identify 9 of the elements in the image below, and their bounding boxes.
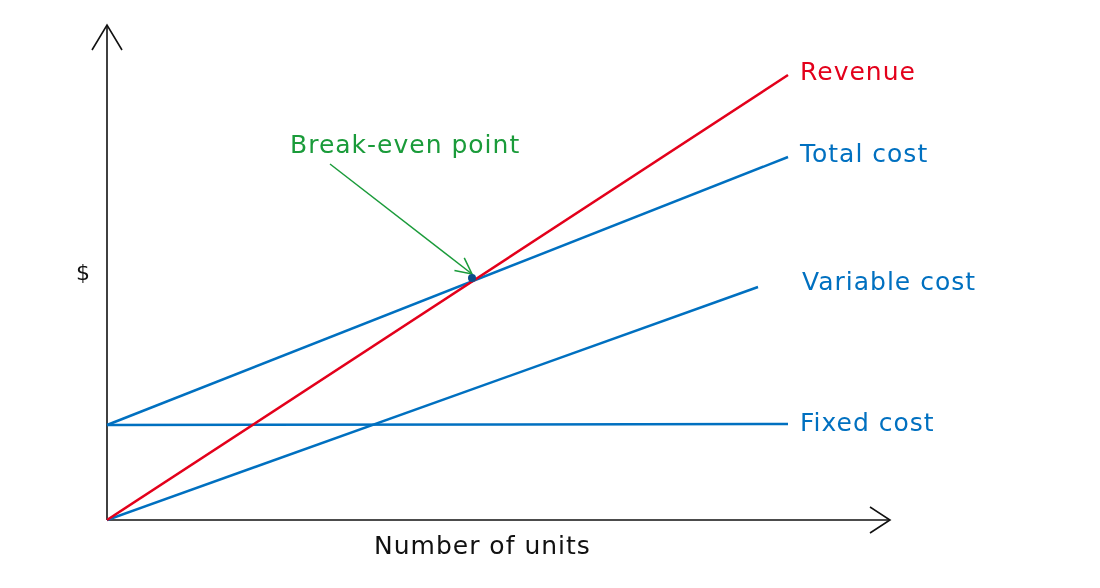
leader-line [329, 163, 473, 275]
axis-label: $ [76, 260, 91, 287]
intersection-dot [468, 274, 476, 282]
line-label: Total cost [800, 139, 929, 169]
line-label: Fixed cost [800, 408, 935, 438]
line-label: Variable cost [802, 267, 977, 297]
callout-text: Break-even point [290, 130, 521, 164]
line-label: Revenue [800, 57, 916, 87]
axis-label: Number of units [374, 531, 591, 561]
